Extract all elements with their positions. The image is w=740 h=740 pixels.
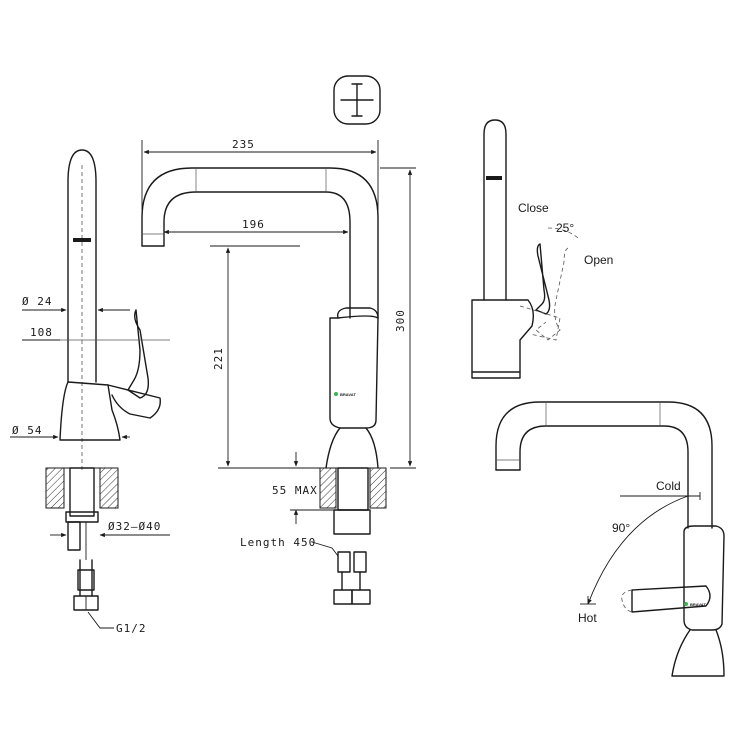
label-hot: Hot (578, 611, 597, 625)
indicator-dot-2 (684, 602, 688, 606)
dim-hose-length: Length 450 (240, 536, 316, 549)
dim-300: 300 (394, 309, 407, 332)
label-angle-90: 90° (612, 521, 630, 535)
side-view: Ø 24 108 Ø 54 Ø32–Ø40 G1/2 (10, 149, 170, 635)
hot-cold-view: BRAVAT Cold 90° Hot (495, 401, 725, 677)
label-cold: Cold (656, 479, 681, 493)
dim-dia-24: Ø 24 (22, 295, 53, 308)
cross-handle-symbol (333, 75, 381, 125)
front-countertop-left (319, 467, 337, 509)
dim-221: 221 (212, 347, 225, 370)
close-open-view: Close 25° Open (471, 119, 613, 379)
dim-55-max: 55 MAX (272, 484, 318, 497)
dim-dia-54: Ø 54 (12, 424, 43, 437)
label-angle-25: 25° (556, 221, 574, 235)
front-countertop-right (369, 467, 387, 509)
spout-logo-right (486, 176, 502, 180)
dim-108: 108 (30, 326, 53, 339)
dim-thread: G1/2 (116, 622, 147, 635)
label-close: Close (518, 201, 549, 215)
front-view: BRAVAT 235 196 221 300 55 (141, 138, 416, 605)
dim-dia-range: Ø32–Ø40 (108, 520, 161, 533)
label-open: Open (584, 253, 613, 267)
front-logo: BRAVAT (340, 392, 356, 397)
spout-logo (73, 238, 91, 242)
countertop-left (45, 467, 65, 509)
countertop-right (99, 467, 119, 509)
dim-196: 196 (242, 218, 265, 231)
dim-235: 235 (232, 138, 255, 151)
hot-cold-logo: BRAVAT (690, 602, 706, 607)
indicator-dot (334, 392, 338, 396)
